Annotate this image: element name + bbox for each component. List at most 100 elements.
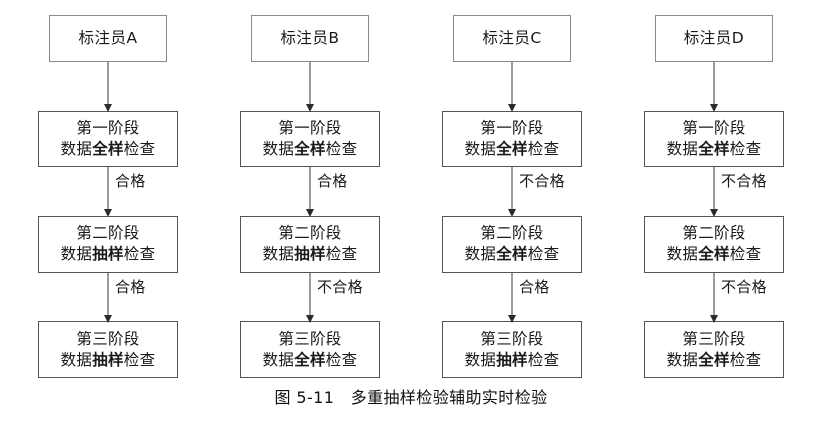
actor-label-c: 标注员C [482, 28, 542, 47]
stage-box-b-2: 第二阶段 数据抽样检查 [240, 216, 380, 273]
stage-detail-method: 全样 [496, 245, 528, 264]
stage-title-a-2: 第二阶段 [76, 224, 140, 243]
stage-detail-c-1: 数据全样检查 [465, 139, 560, 160]
actor-label-a: 标注员A [78, 28, 138, 47]
connector-b-stage1-to-stage2: 合格 [240, 167, 380, 218]
stage-detail-prefix: 数据 [262, 350, 295, 369]
arrow-line [511, 61, 513, 105]
stage-detail-suffix: 检查 [325, 139, 358, 158]
actor-box-a: 标注员A [49, 15, 167, 62]
stage-detail-b-2: 数据抽样检查 [263, 244, 358, 265]
stage-box-a-1: 第一阶段 数据全样检查 [38, 110, 178, 168]
stage-title-c-1: 第一阶段 [480, 119, 544, 137]
edge-label-b-1: 合格 [317, 172, 348, 191]
stage-detail-a-2: 数据抽样检查 [61, 244, 156, 265]
stage-box-b-1: 第一阶段 数据全样检查 [240, 110, 380, 168]
stage-box-c-1: 第一阶段 数据全样检查 [442, 110, 582, 168]
connector-d-stage1-to-stage2: 不合格 [644, 167, 784, 218]
flow-column-b: 标注员B 第一阶段 数据全样检查 合格 第二阶段 数据抽样检查 [240, 0, 380, 378]
arrow-line [107, 167, 109, 211]
stage-title-d-2: 第二阶段 [682, 224, 746, 243]
stage-title-a-1: 第一阶段 [76, 119, 140, 137]
stage-detail-method: 抽样 [496, 350, 528, 369]
stage-box-c-3: 第三阶段 数据抽样检查 [442, 321, 582, 378]
arrow-head-icon [710, 209, 718, 218]
stage-box-d-3: 第三阶段 数据全样检查 [644, 321, 784, 378]
arrow-line [511, 272, 513, 316]
arrow-head-icon [508, 314, 516, 323]
stage-box-d-1: 第一阶段 数据全样检查 [644, 110, 784, 168]
connector-c-actor-to-stage1 [442, 61, 582, 112]
arrow-head-icon [306, 103, 314, 112]
connector-c-stage1-to-stage2: 不合格 [442, 167, 582, 218]
actor-label-d: 标注员D [683, 28, 745, 47]
stage-detail-method: 全样 [698, 350, 730, 369]
stage-detail-suffix: 检查 [325, 245, 358, 264]
arrow-line [713, 167, 715, 211]
edge-label-b-2: 不合格 [317, 277, 363, 296]
stage-detail-a-1: 数据全样检查 [61, 139, 156, 160]
arrow-head-icon [508, 103, 516, 112]
stage-detail-prefix: 数据 [60, 350, 93, 369]
stage-box-a-3: 第三阶段 数据抽样检查 [38, 321, 178, 378]
stage-title-c-2: 第二阶段 [480, 224, 544, 243]
arrow-head-icon [104, 314, 112, 323]
stage-detail-suffix: 检查 [527, 350, 560, 369]
stage-title-d-3: 第三阶段 [682, 329, 746, 348]
flowchart-columns: 标注员A 第一阶段 数据全样检查 合格 第二阶段 数据抽样检查 [38, 0, 784, 378]
stage-detail-prefix: 数据 [262, 245, 295, 264]
stage-title-b-1: 第一阶段 [278, 119, 342, 137]
arrow-line [713, 61, 715, 105]
stage-detail-method: 抽样 [92, 245, 124, 264]
stage-detail-prefix: 数据 [666, 245, 699, 264]
stage-detail-c-2: 数据全样检查 [465, 244, 560, 265]
actor-label-b: 标注员B [280, 28, 340, 47]
stage-box-d-2: 第二阶段 数据全样检查 [644, 216, 784, 273]
arrow-line [107, 61, 109, 105]
stage-title-c-3: 第三阶段 [480, 329, 544, 348]
stage-detail-method: 抽样 [92, 350, 124, 369]
stage-detail-prefix: 数据 [464, 245, 497, 264]
stage-detail-suffix: 检查 [527, 139, 560, 158]
connector-a-actor-to-stage1 [38, 61, 178, 112]
stage-title-b-3: 第三阶段 [278, 329, 342, 348]
connector-b-stage2-to-stage3: 不合格 [240, 272, 380, 323]
flow-column-d: 标注员D 第一阶段 数据全样检查 不合格 第二阶段 数据全样检查 [644, 0, 784, 378]
stage-detail-prefix: 数据 [464, 139, 497, 158]
edge-label-d-2: 不合格 [721, 277, 767, 296]
stage-title-b-2: 第二阶段 [278, 224, 342, 243]
stage-detail-prefix: 数据 [464, 350, 497, 369]
stage-detail-d-1: 数据全样检查 [667, 139, 762, 160]
figure-caption: 图 5-11 多重抽样检验辅助实时检验 [274, 388, 548, 407]
stage-detail-c-3: 数据抽样检查 [465, 350, 560, 371]
connector-b-actor-to-stage1 [240, 61, 380, 112]
stage-detail-prefix: 数据 [666, 139, 699, 158]
edge-label-a-2: 合格 [115, 277, 146, 296]
edge-label-c-1: 不合格 [519, 172, 565, 191]
stage-detail-suffix: 检查 [325, 350, 358, 369]
stage-box-a-2: 第二阶段 数据抽样检查 [38, 216, 178, 273]
stage-title-a-3: 第三阶段 [76, 329, 140, 348]
arrow-head-icon [306, 209, 314, 218]
stage-detail-suffix: 检查 [123, 245, 156, 264]
stage-detail-method: 全样 [698, 139, 730, 158]
stage-detail-b-3: 数据全样检查 [263, 350, 358, 371]
stage-detail-suffix: 检查 [729, 350, 762, 369]
connector-d-stage2-to-stage3: 不合格 [644, 272, 784, 323]
connector-c-stage2-to-stage3: 合格 [442, 272, 582, 323]
stage-detail-d-3: 数据全样检查 [667, 350, 762, 371]
arrow-line [309, 61, 311, 105]
arrow-line [511, 167, 513, 211]
flow-column-c: 标注员C 第一阶段 数据全样检查 不合格 第二阶段 数据全样检查 [442, 0, 582, 378]
stage-box-c-2: 第二阶段 数据全样检查 [442, 216, 582, 273]
actor-box-c: 标注员C [453, 15, 571, 62]
arrow-line [107, 272, 109, 316]
stage-detail-suffix: 检查 [123, 139, 156, 158]
arrow-head-icon [710, 314, 718, 323]
connector-a-stage1-to-stage2: 合格 [38, 167, 178, 218]
stage-detail-method: 全样 [496, 139, 528, 158]
stage-detail-method: 全样 [294, 139, 326, 158]
connector-a-stage2-to-stage3: 合格 [38, 272, 178, 323]
stage-title-d-1: 第一阶段 [682, 119, 746, 137]
arrow-line [309, 167, 311, 211]
